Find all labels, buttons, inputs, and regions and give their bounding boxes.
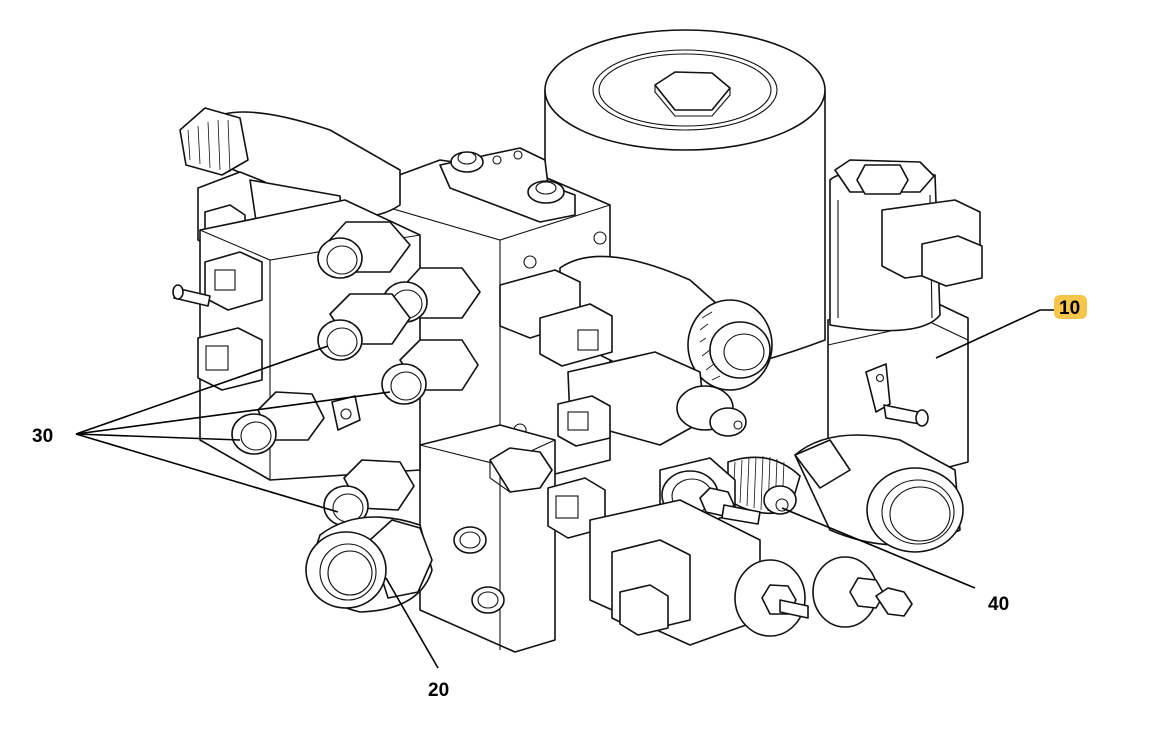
port-fitting-30e bbox=[231, 391, 325, 455]
leader-30-c bbox=[75, 433, 241, 441]
port-fitting-30d bbox=[381, 339, 479, 405]
port-fitting-30c bbox=[317, 293, 411, 361]
leader-40 bbox=[781, 507, 976, 589]
leader-10 bbox=[935, 309, 1056, 359]
leader-30-d bbox=[75, 433, 339, 513]
callout-labels: 10 20 30 40 bbox=[32, 295, 1087, 701]
solenoid-valve-left bbox=[179, 107, 401, 259]
solenoid-valve-right bbox=[829, 159, 983, 332]
leader-20 bbox=[385, 577, 439, 669]
lower-manifold-block bbox=[419, 424, 606, 653]
callout-30: 30 bbox=[32, 426, 53, 447]
callout-10-highlight bbox=[1054, 295, 1087, 319]
lower-right-cartridge bbox=[557, 351, 747, 447]
port-fitting-20 bbox=[305, 516, 433, 613]
port-fitting-30f bbox=[323, 459, 415, 527]
port-fitting-30a bbox=[317, 221, 411, 279]
bottom-right-solenoids bbox=[589, 499, 913, 646]
callout-40: 40 bbox=[988, 594, 1009, 615]
leader-30-b bbox=[75, 391, 391, 435]
large-port-fitting bbox=[794, 434, 964, 553]
leader-lines bbox=[75, 309, 1056, 669]
callout-20: 20 bbox=[428, 680, 449, 701]
callout-10: 10 bbox=[1059, 298, 1080, 319]
solenoid-valve-center bbox=[499, 255, 773, 391]
leader-30-a bbox=[75, 345, 329, 435]
